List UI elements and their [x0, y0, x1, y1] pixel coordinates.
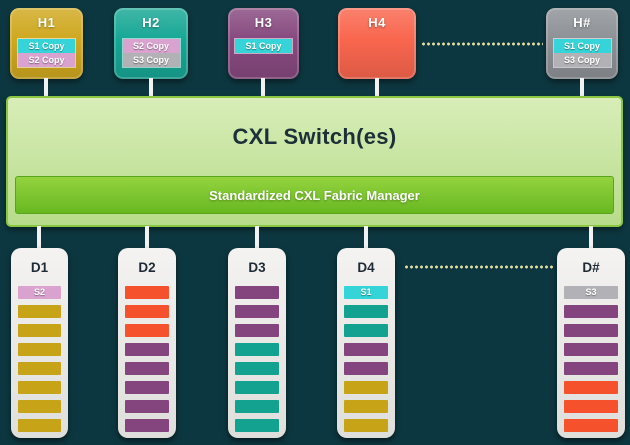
host-label: H4 [368, 15, 386, 30]
memory-bar [18, 381, 61, 394]
host-label: H3 [254, 15, 273, 30]
memory-bar [18, 400, 61, 413]
fabric-manager-bar: Standardized CXL Fabric Manager [15, 176, 614, 214]
connector-switch-dn [589, 226, 593, 249]
memory-bar [235, 286, 279, 299]
memory-bar [344, 381, 388, 394]
copy-chip: S1 Copy [18, 39, 75, 53]
memory-bar [235, 381, 279, 394]
memory-bar-stack [125, 286, 169, 432]
memory-bar [235, 324, 279, 337]
device-label: D1 [30, 260, 49, 275]
memory-bar [564, 381, 618, 394]
memory-bar [344, 400, 388, 413]
memory-bar: S3 [564, 286, 618, 299]
copy-chip: S3 Copy [553, 53, 611, 67]
connector-switch-d4 [364, 226, 368, 249]
memory-bar-stack: S1 [344, 286, 388, 432]
devices-ellipsis-dotted-line [404, 265, 554, 269]
connector-switch-d3 [255, 226, 259, 249]
device-d3: D3 [228, 248, 286, 438]
connector-hn-switch [580, 78, 584, 97]
device-label: D3 [248, 260, 266, 275]
memory-bar [344, 419, 388, 432]
memory-bar [235, 362, 279, 375]
memory-bar [125, 362, 169, 375]
device-d2: D2 [118, 248, 176, 438]
connector-h2-switch [149, 78, 153, 97]
copy-chip: S2 Copy [18, 53, 75, 67]
memory-bar-stack: S2 [18, 286, 61, 432]
memory-bar [564, 343, 618, 356]
memory-bar [344, 324, 388, 337]
connector-h4-switch [375, 78, 379, 97]
connector-switch-d2 [145, 226, 149, 249]
memory-bar [564, 305, 618, 318]
device-label: D# [582, 260, 600, 275]
device-dn: D# S3 [557, 248, 625, 438]
memory-bar [18, 324, 61, 337]
memory-bar [18, 343, 61, 356]
device-label: D2 [138, 260, 156, 275]
memory-bar [18, 362, 61, 375]
memory-bar [564, 400, 618, 413]
memory-bar [235, 400, 279, 413]
memory-bar [125, 286, 169, 299]
memory-bar [125, 381, 169, 394]
memory-bar [18, 305, 61, 318]
memory-bar [125, 400, 169, 413]
hosts-ellipsis-dotted-line [421, 42, 543, 46]
memory-bar [564, 324, 618, 337]
memory-bar [564, 419, 618, 432]
memory-bar: S1 [344, 286, 388, 299]
memory-bar-stack: S3 [564, 286, 618, 432]
memory-bar [125, 419, 169, 432]
memory-bar [125, 305, 169, 318]
memory-bar [125, 324, 169, 337]
connector-h1-switch [44, 78, 48, 97]
host-h4: H4 [338, 8, 416, 79]
memory-bar [344, 362, 388, 375]
memory-bar [235, 305, 279, 318]
host-label: H1 [37, 15, 56, 30]
connector-switch-d1 [37, 226, 41, 249]
memory-bar [125, 343, 169, 356]
host-label: H2 [142, 15, 160, 30]
memory-bar: S2 [18, 286, 61, 299]
memory-bar [344, 305, 388, 318]
host-label: H# [573, 15, 591, 30]
cxl-switch-box: CXL Switch(es) Standardized CXL Fabric M… [6, 96, 623, 227]
connector-h3-switch [261, 78, 265, 97]
host-h3: H3 S1 Copy [228, 8, 299, 79]
memory-bar [344, 343, 388, 356]
device-label: D4 [357, 260, 375, 275]
memory-bar [18, 419, 61, 432]
copy-chip: S1 Copy [553, 39, 611, 53]
memory-bar [564, 362, 618, 375]
cxl-switch-title: CXL Switch(es) [232, 124, 397, 149]
copy-chip: S2 Copy [122, 39, 180, 53]
copy-chip: S1 Copy [235, 39, 292, 53]
memory-bar-stack [235, 286, 279, 432]
memory-bar [235, 419, 279, 432]
memory-bar [235, 343, 279, 356]
copy-chip-group: S1 Copy [234, 38, 293, 54]
copy-chip: S3 Copy [122, 53, 180, 67]
